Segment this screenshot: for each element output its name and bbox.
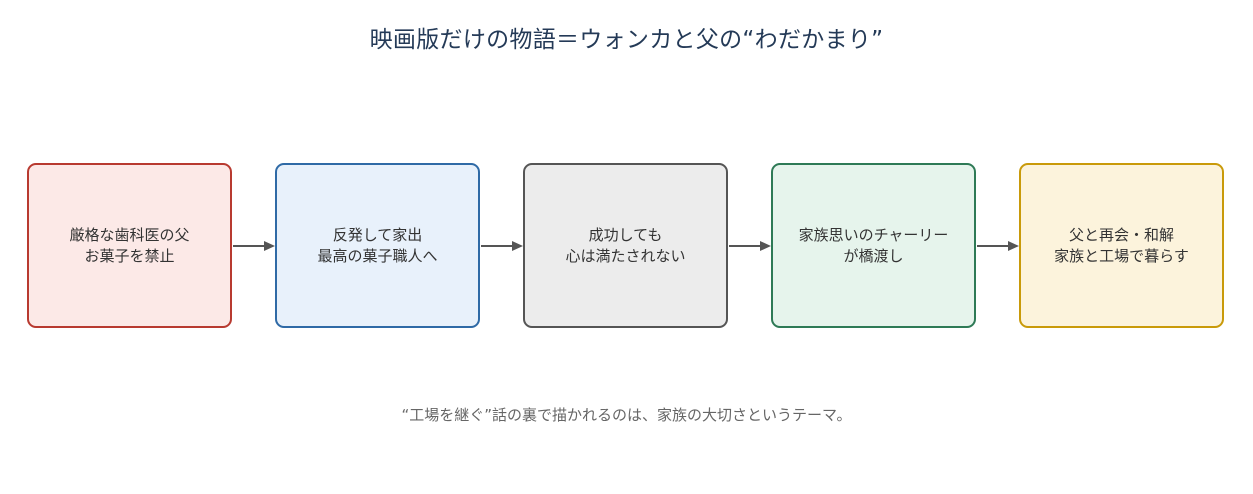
step-line-2: お菓子を禁止: [84, 246, 175, 265]
step-reconcile: 父と再会・和解 家族と工場で暮らす: [1019, 163, 1224, 328]
step-line-1: 厳格な歯科医の父: [69, 225, 190, 244]
step-strict-father: 厳格な歯科医の父 お菓子を禁止: [27, 163, 232, 328]
arrow-right-icon: [233, 241, 275, 251]
step-line-1: 父と再会・和解: [1068, 225, 1174, 244]
arrow-right-icon: [481, 241, 523, 251]
arrow-right-icon: [977, 241, 1019, 251]
step-charlie-bridge: 家族思いのチャーリー が橋渡し: [771, 163, 976, 328]
step-line-1: 家族思いのチャーリー: [798, 225, 949, 244]
step-leave-home: 反発して家出 最高の菓子職人へ: [275, 163, 480, 328]
diagram-title: 映画版だけの物語＝ウォンカと父の“わだかまり”: [369, 27, 884, 53]
step-unfulfilled: 成功しても 心は満たされない: [523, 163, 728, 328]
arrow-right-icon: [729, 241, 771, 251]
step-line-2: 心は満たされない: [565, 246, 686, 265]
step-line-2: 最高の菓子職人へ: [317, 246, 438, 265]
step-line-2: が橋渡し: [843, 246, 904, 265]
footer-caption: “工場を継ぐ”話の裏で描かれるのは、家族の大切さというテーマ。: [401, 406, 852, 424]
step-line-1: 反発して家出: [332, 225, 423, 244]
step-line-1: 成功しても: [588, 225, 663, 244]
step-line-2: 家族と工場で暮らす: [1054, 246, 1189, 265]
